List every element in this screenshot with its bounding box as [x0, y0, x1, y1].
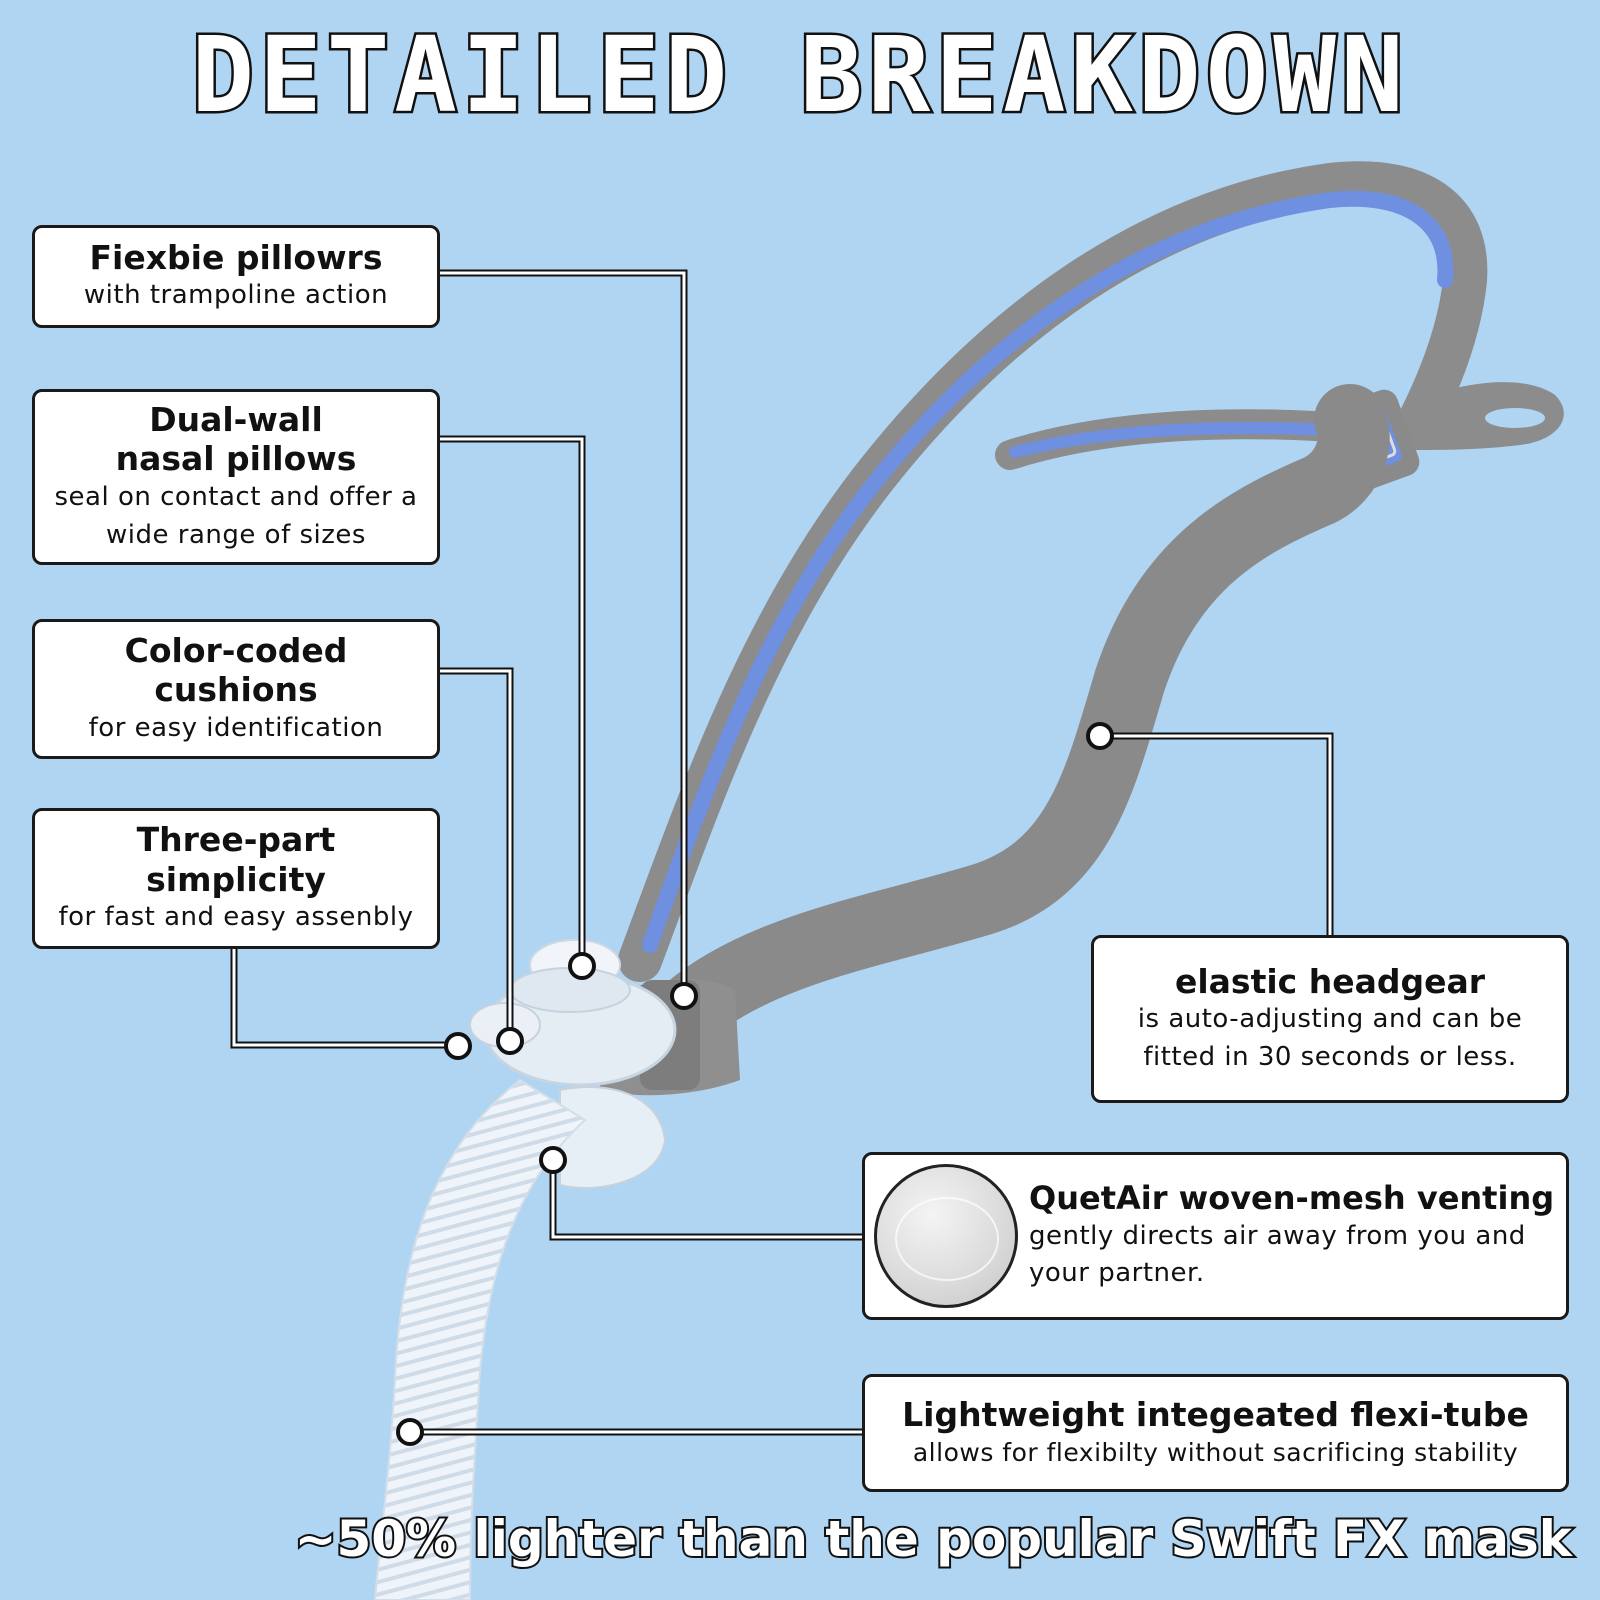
callout-heading: Lightweight integeated flexi-tube	[902, 1395, 1529, 1435]
callout-subtext: allows for flexibilty without sacrificin…	[912, 1437, 1519, 1467]
callout-heading: QuetAir woven-mesh venting	[1029, 1179, 1555, 1218]
callout-subtext: with trampoline action	[83, 280, 389, 311]
callout-subtext: for easy identification	[88, 712, 384, 743]
callout-subtext: gently directs air away from you and	[1029, 1220, 1526, 1251]
marker-tube	[396, 1418, 424, 1446]
upper-strap-stripe	[642, 190, 1454, 953]
tagline: ~50% lighter than the popular Swift FX m…	[293, 1508, 1574, 1570]
mesh-vent-image	[874, 1164, 1018, 1308]
lower-strap	[654, 384, 1390, 1046]
callout-subtext: is auto-adjusting and can be	[1137, 1004, 1523, 1035]
callout-subtext: fitted in 30 seconds or less.	[1143, 1041, 1517, 1072]
callout-heading: Color-coded	[124, 630, 348, 670]
callout-subtext: your partner.	[1029, 1258, 1205, 1289]
callout-heading: simplicity	[146, 859, 326, 899]
callout-three-part: Three-part simplicity for fast and easy …	[32, 808, 440, 949]
callout-flexible-pillows: Fiexbie pillowrs with trampoline action	[32, 225, 440, 328]
marker-color-coded	[496, 1027, 524, 1055]
flexi-tube	[373, 1078, 587, 1600]
callout-heading: cushions	[154, 670, 318, 710]
marker-three-part	[444, 1032, 472, 1060]
marker-flexible-pillows	[670, 982, 698, 1010]
callout-heading: nasal pillows	[115, 439, 357, 479]
marker-headgear	[1086, 722, 1114, 750]
callout-color-coded: Color-coded cushions for easy identifica…	[32, 619, 440, 759]
callout-subtext: wide range of sizes	[106, 519, 366, 550]
callout-subtext: for fast and easy assenbly	[58, 902, 414, 933]
marker-venting	[539, 1146, 567, 1174]
page-title: DETAILED BREAKDOWN	[189, 14, 1409, 136]
marker-dual-wall	[568, 952, 596, 980]
callout-headgear: elastic headgear is auto-adjusting and c…	[1091, 935, 1569, 1103]
strap-loop	[1400, 382, 1564, 450]
callout-heading: Dual-wall	[149, 399, 323, 439]
callout-heading: Fiexbie pillowrs	[89, 237, 383, 277]
callout-subtext: seal on contact and offer a	[54, 481, 418, 512]
callout-heading: elastic headgear	[1174, 961, 1486, 1001]
callout-tube: Lightweight integeated flexi-tube allows…	[862, 1374, 1569, 1492]
callout-heading: Three-part	[136, 820, 336, 860]
callout-dual-wall: Dual-wall nasal pillows seal on contact …	[32, 389, 440, 565]
